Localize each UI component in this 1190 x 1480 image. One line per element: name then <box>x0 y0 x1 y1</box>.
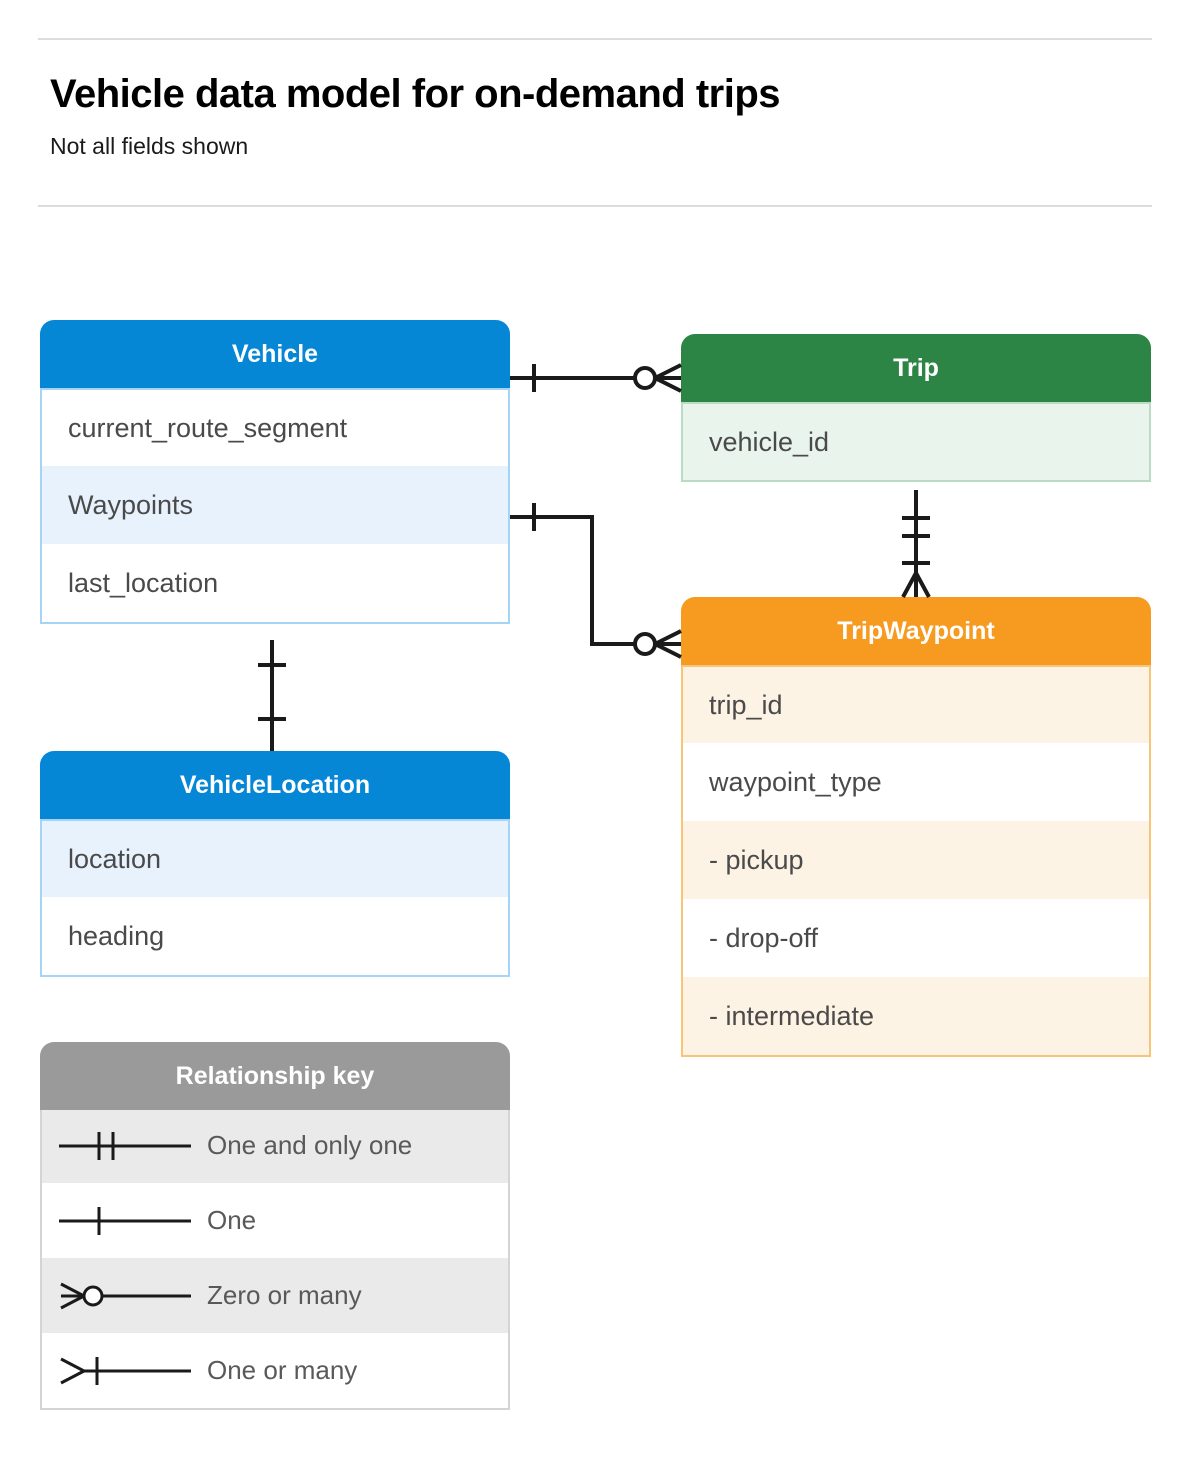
legend-row-one-or-many: One or many <box>40 1333 510 1410</box>
legend-row-one: One <box>40 1183 510 1260</box>
page-subtitle: Not all fields shown <box>50 133 249 159</box>
field-row[interactable]: heading <box>40 897 510 977</box>
connector-vehicle-to-vehiclelocation <box>258 640 286 751</box>
legend-label: One <box>207 1205 257 1235</box>
entity-trip-fields: vehicle_id <box>681 402 1151 482</box>
field-row[interactable]: - pickup <box>681 821 1151 901</box>
legend-label: One and only one <box>207 1130 413 1160</box>
field-row[interactable]: waypoint_type <box>681 743 1151 823</box>
legend-title: Relationship key <box>40 1042 510 1110</box>
legend-label: One or many <box>207 1355 358 1385</box>
entity-tripwaypoint[interactable]: TripWaypoint trip_id waypoint_type - pic… <box>681 597 1151 1057</box>
entity-tripwaypoint-fields: trip_id waypoint_type - pickup - drop-of… <box>681 665 1151 1057</box>
connector-vehicle-to-trip <box>510 363 682 393</box>
field-row[interactable]: vehicle_id <box>681 402 1151 482</box>
field-row[interactable]: trip_id <box>681 665 1151 745</box>
field-row[interactable]: - drop-off <box>681 899 1151 979</box>
legend-row-zero-or-many: Zero or many <box>40 1258 510 1335</box>
one-or-many-icon <box>42 1351 207 1391</box>
field-row[interactable]: location <box>40 819 510 899</box>
field-row[interactable]: Waypoints <box>40 466 510 546</box>
connector-trip-to-tripwaypoint <box>901 490 931 598</box>
entity-vehicle[interactable]: Vehicle current_route_segment Waypoints … <box>40 320 510 624</box>
field-row[interactable]: current_route_segment <box>40 388 510 468</box>
legend-label: Zero or many <box>207 1280 362 1310</box>
one-icon <box>42 1201 207 1241</box>
top-divider <box>38 38 1152 40</box>
entity-trip-title: Trip <box>681 334 1151 402</box>
field-row[interactable]: last_location <box>40 544 510 624</box>
zero-or-many-icon <box>42 1276 207 1316</box>
one-and-only-one-icon <box>42 1126 207 1166</box>
page-title: Vehicle data model for on-demand trips <box>50 72 781 116</box>
entity-trip[interactable]: Trip vehicle_id <box>681 334 1151 482</box>
header-divider <box>38 205 1152 207</box>
field-row[interactable]: - intermediate <box>681 977 1151 1057</box>
entity-vehiclelocation-fields: location heading <box>40 819 510 977</box>
entity-vehiclelocation-title: VehicleLocation <box>40 751 510 819</box>
connector-waypoints-to-tripwaypoint <box>510 503 682 659</box>
legend-row-one-and-only-one: One and only one <box>40 1108 510 1185</box>
relationship-key-legend: Relationship key One and only one One <box>40 1042 510 1410</box>
entity-vehicle-fields: current_route_segment Waypoints last_loc… <box>40 388 510 624</box>
entity-tripwaypoint-title: TripWaypoint <box>681 597 1151 665</box>
entity-vehicle-title: Vehicle <box>40 320 510 388</box>
entity-vehiclelocation[interactable]: VehicleLocation location heading <box>40 751 510 977</box>
